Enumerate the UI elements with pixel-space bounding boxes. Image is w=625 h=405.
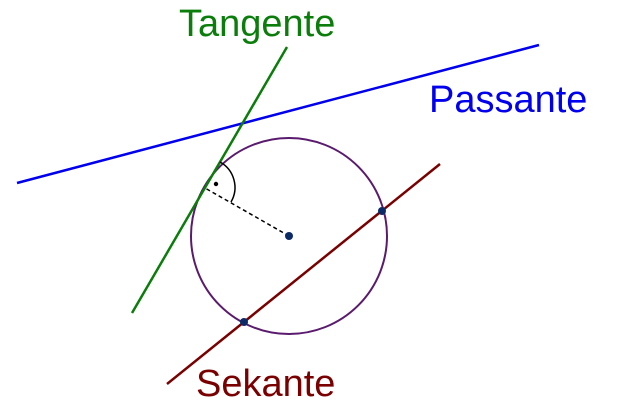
passant-line [16,43,540,185]
right-angle-arc [219,161,236,203]
circle [190,137,388,335]
secant-intersection-point-upper [378,207,386,215]
secant-line [166,163,441,385]
passant-label: Passante [429,79,587,121]
secant-label: Sekante [196,363,335,405]
secant-intersection-point-lower [240,318,248,326]
tangent-label: Tangente [179,3,335,45]
radius-dashed-line [204,187,290,237]
tangent-line [130,46,289,314]
circle-center-point [285,232,293,240]
right-angle-dot [213,181,219,187]
